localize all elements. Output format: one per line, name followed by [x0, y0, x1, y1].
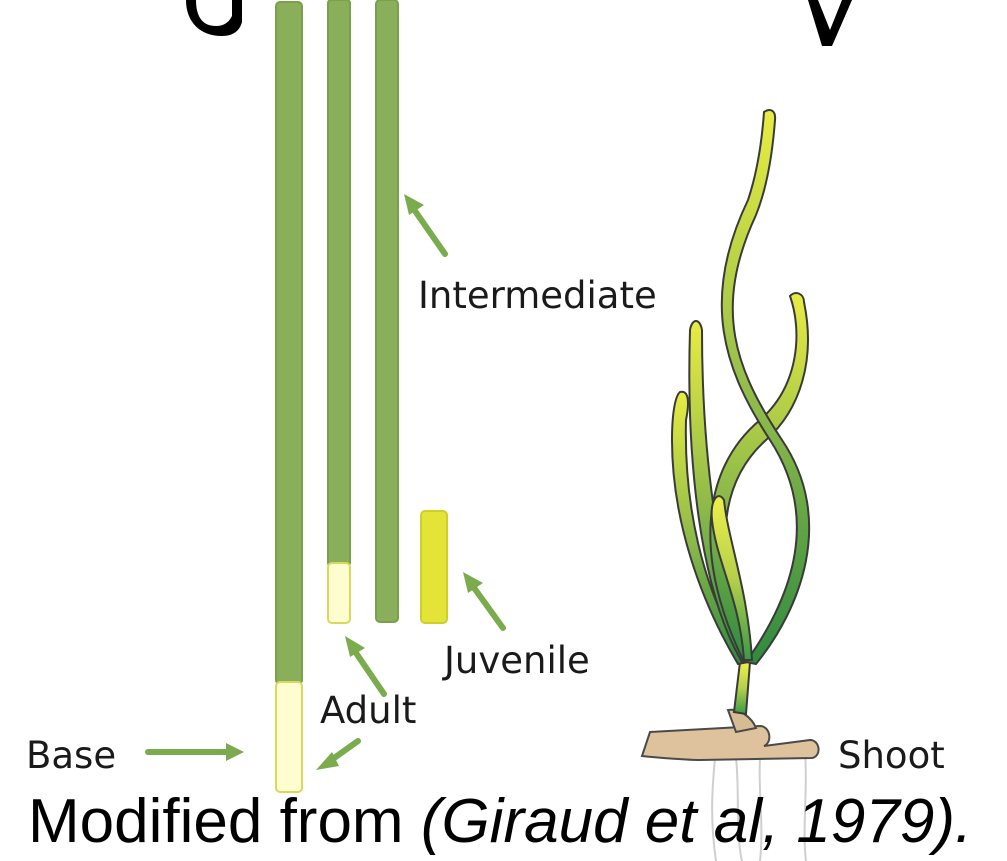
leaf-juvenile [421, 511, 447, 623]
label-adult: Adult [320, 689, 416, 732]
seagrass-plant-illustration [642, 110, 819, 861]
caption: Modified from (Giraud et al, 1979). [28, 787, 972, 856]
leaf-adult-long-green [276, 2, 302, 684]
label-intermediate: Intermediate [418, 274, 657, 317]
caption-citation: (Giraud et al, 1979). [421, 787, 972, 856]
arrow-juvenile [463, 572, 503, 628]
arrow-adult-down [316, 741, 358, 770]
leaf-adult-short [328, 0, 350, 623]
label-base: Base [26, 734, 116, 777]
rhizome [642, 726, 819, 760]
leaf-adult-long-base [276, 682, 302, 792]
leaf-adult-short-base [328, 563, 350, 623]
arrow-intermediate [404, 194, 445, 254]
label-shoot: Shoot [838, 734, 945, 777]
stem [734, 662, 750, 714]
leaf-adult-short-green [328, 0, 350, 566]
leaf-adult-long [276, 2, 302, 792]
leaf-intermediate [376, 0, 398, 622]
arrow-base [148, 743, 244, 761]
caption-prefix: Modified from [28, 787, 421, 856]
arrow-adult-up [345, 636, 384, 694]
label-juvenile: Juvenile [442, 639, 590, 682]
